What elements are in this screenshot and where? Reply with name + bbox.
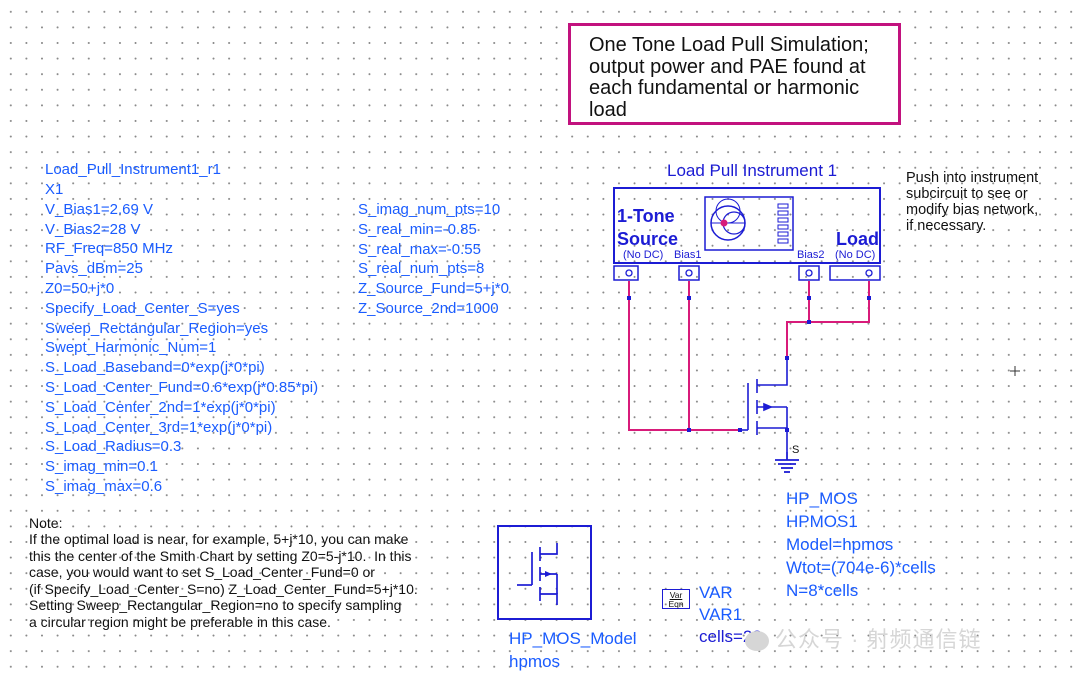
param: S_Load_Center_2nd=1*exp(j*0*pi): [45, 398, 276, 416]
param: S_Load_Center_Fund=0.6*exp(j*0.85*pi): [45, 378, 319, 396]
pin-label-bias2: Bias2: [797, 249, 825, 261]
param: Z0=50+j*0: [45, 279, 115, 297]
note-body: If the optimal load is near, for example…: [29, 531, 418, 630]
transistor-params[interactable]: HP_MOS HPMOS1 Model=hpmos Wtot=(704e-6)*…: [786, 487, 936, 602]
note-line: One Tone Load Pull Simulation;: [589, 34, 869, 56]
model-labels[interactable]: HP_MOS_Model hpmos: [509, 627, 637, 673]
instrument-instance-name[interactable]: Load_Pull_Instrument1_r1: [45, 161, 221, 178]
transistor-line: N=8*cells: [786, 581, 859, 600]
param: Swept_Harmonic_Num=1: [45, 339, 217, 357]
source-label-2: Source: [617, 229, 679, 249]
load-label: Load: [836, 229, 879, 249]
pin-bias2: [798, 265, 820, 281]
param: S_Load_Radius=0.3: [45, 438, 182, 456]
param: V_Bias1=2.69 V: [45, 200, 153, 218]
param: Specify_Load_Center_S=yes: [45, 299, 240, 317]
param: Pavs_dBm=25: [45, 260, 143, 278]
pin-label-nodc-right: (No DC): [835, 249, 876, 261]
load-pull-instrument[interactable]: [613, 187, 881, 264]
pin-nodc-right: [829, 265, 881, 281]
param: S_imag_min=0.1: [45, 458, 158, 476]
var-icon-bottom: Eqn: [668, 599, 684, 609]
transistor-line: Wtot=(704e-6)*cells: [786, 558, 936, 577]
cursor-cross: [1010, 366, 1020, 376]
param: S_real_max=-0.55: [358, 240, 481, 258]
watermark: 公众号 · 射频通信链: [745, 622, 982, 654]
param: S_imag_num_pts=10: [358, 201, 501, 218]
param: V_Bias2=28 V: [45, 220, 141, 238]
ground-icon: [775, 452, 799, 473]
transistor-line: HPMOS1: [786, 512, 858, 531]
transistor-line: HP_MOS: [786, 489, 858, 508]
note-line: load: [589, 98, 627, 121]
source-pin-label: S: [792, 444, 800, 456]
pin-label-nodc-left: (No DC): [623, 249, 664, 261]
param: S_Load_Center_3rd=1*exp(j*0*pi): [45, 418, 273, 436]
wechat-icon: [745, 631, 769, 652]
note-title: Note:: [29, 515, 63, 531]
var-label: VAR: [699, 583, 733, 602]
transistor-line: Model=hpmos: [786, 535, 894, 554]
hp-mos-transistor: [740, 358, 788, 452]
mos-model-icon: [517, 543, 558, 605]
note-line: each fundamental or harmonic: [589, 77, 860, 99]
param: Z_Source_2nd=1000: [358, 299, 499, 317]
var-instance: VAR1: [699, 605, 743, 624]
watermark-text: 公众号 · 射频通信链: [775, 627, 982, 652]
param: X1: [45, 181, 64, 198]
model-instance: hpmos: [509, 652, 561, 671]
source-label-1: 1-Tone: [617, 206, 675, 226]
instrument-title[interactable]: Load Pull Instrument 1: [667, 161, 838, 180]
smith-chart-icon: [704, 196, 794, 251]
instrument-params-left[interactable]: X1 V_Bias1=2.69 V V_Bias2=28 V RF_Freq=8…: [45, 180, 318, 497]
param: S_Load_Baseband=0*exp(j*0*pi): [45, 359, 265, 377]
param: S_real_min=-0.85: [358, 220, 477, 238]
var-eqn-icon[interactable]: Var Eqn: [662, 589, 690, 609]
param: RF_Freq=850 MHz: [45, 240, 173, 258]
instrument-params-right[interactable]: S_imag_num_pts=10 S_real_min=-0.85 S_rea…: [358, 200, 509, 319]
note-line: output power and PAE found at: [589, 55, 866, 78]
param: S_real_num_pts=8: [358, 260, 485, 278]
simulation-note-box[interactable]: One Tone Load Pull Simulation; output po…: [568, 23, 901, 125]
var-icon-top: Var: [669, 590, 683, 600]
model-name: HP_MOS_Model: [509, 629, 637, 648]
hp-mos-model-component[interactable]: [497, 525, 592, 620]
pin-bias1: [678, 265, 700, 281]
pin-label-bias1: Bias1: [674, 249, 702, 261]
push-instrument-note: Push into instrument subcircuit to see o…: [906, 170, 1039, 234]
param: S_imag_max=0.6: [45, 477, 163, 495]
param: Z_Source_Fund=5+j*0: [358, 280, 509, 298]
pin-nodc-left: [613, 265, 639, 281]
param: Sweep_Rectangular_Region=yes: [45, 319, 269, 337]
